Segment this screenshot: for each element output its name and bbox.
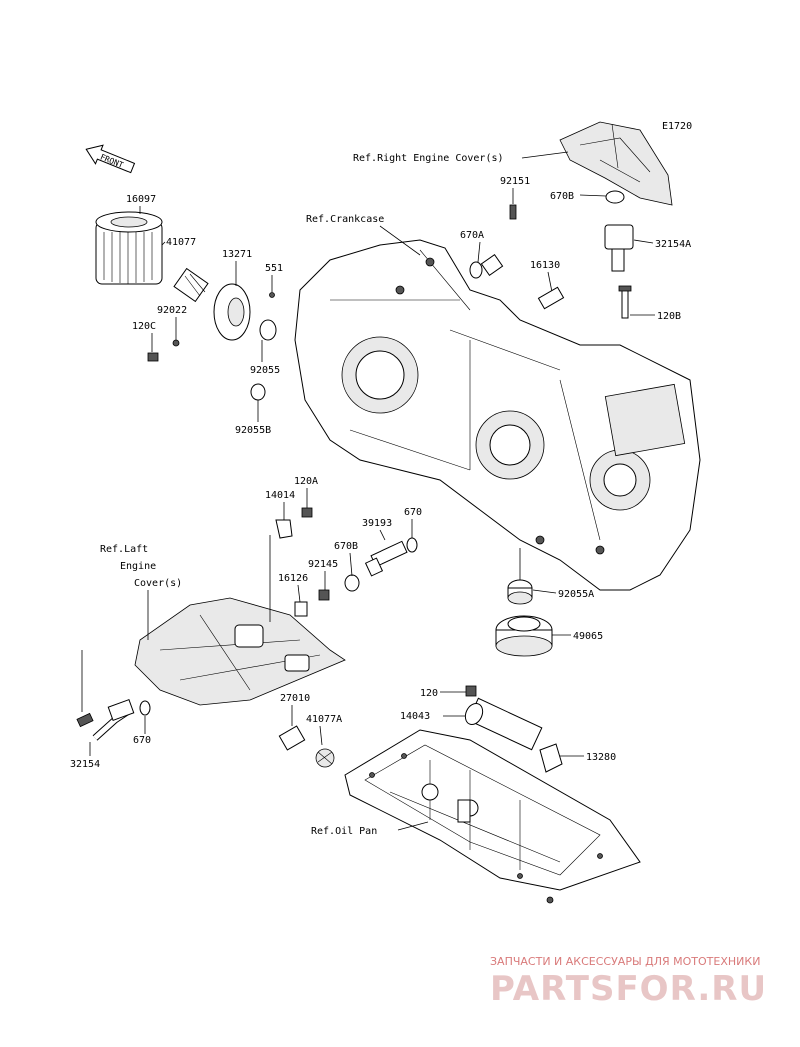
oil-pipe-upper-drawing: [469, 190, 634, 319]
diagram-code: E1720: [662, 121, 692, 132]
part-27010: 27010: [280, 693, 310, 704]
part-13280: 13280: [586, 752, 616, 763]
ref-oil-pan: Ref.Oil Pan: [311, 826, 377, 837]
oil-pipe-fitting-drawing: [294, 537, 418, 617]
watermark-brand: PARTSFOR.RU: [490, 969, 767, 1009]
oil-strainer-drawing: [495, 579, 553, 657]
ref-left-cover-line2: Engine: [120, 561, 156, 572]
oil-pressure-switch-drawing: [537, 286, 565, 310]
part-39193: 39193: [362, 518, 392, 529]
ref-right-engine-cover: Ref.Right Engine Cover(s): [353, 153, 504, 164]
part-16130: 16130: [530, 260, 560, 271]
part-670B-top: 670B: [550, 191, 574, 202]
part-92055: 92055: [250, 365, 280, 376]
oil-filter-mount-drawing: [147, 283, 277, 401]
part-92022: 92022: [157, 305, 187, 316]
part-670B-mid: 670B: [334, 541, 358, 552]
part-41077A-visible: 41077A: [306, 714, 342, 725]
part-92151: 92151: [500, 176, 530, 187]
part-49065: 49065: [573, 631, 603, 642]
pipe-14043-drawing: [464, 697, 543, 751]
part-92145: 92145: [308, 559, 338, 570]
bolt-120A-drawing: [301, 507, 313, 518]
front-arrow-icon: FRONT: [85, 144, 136, 174]
part-92055B: 92055B: [235, 425, 271, 436]
bracket-14014-drawing: [275, 519, 293, 539]
part-120A: 120A: [294, 476, 318, 487]
part-670-mid: 670: [404, 507, 422, 518]
sensor-27010-drawing: [278, 725, 335, 768]
part-41077: 41077: [166, 237, 196, 248]
part-14014: 14014: [265, 490, 295, 501]
ref-crankcase: Ref.Crankcase: [306, 214, 384, 225]
part-92055A: 92055A: [558, 589, 594, 600]
oil-pipe-lower-drawing: [76, 699, 151, 741]
left-engine-cover-drawing: [134, 597, 346, 706]
oil-filter-drawing: [95, 211, 163, 285]
part-16097: 16097: [126, 194, 156, 205]
bolt-120-drawing: [465, 685, 477, 697]
ref-left-cover-line3: Cover(s): [134, 578, 182, 589]
filter-nipple-drawing: [173, 267, 209, 303]
ref-left-cover-line1: Ref.Laft: [100, 544, 148, 555]
oil-pan-drawing: [344, 729, 641, 904]
part-120C: 120C: [132, 321, 156, 332]
part-670A: 670A: [460, 230, 484, 241]
right-engine-cover-drawing: [559, 121, 673, 206]
crankcase-drawing: [294, 239, 701, 591]
part-14043: 14043: [400, 711, 430, 722]
watermark-tagline: ЗАПЧАСТИ И АКСЕССУАРЫ ДЛЯ МОТОТЕХНИКИ: [490, 955, 760, 968]
part-16126: 16126: [278, 573, 308, 584]
part-551: 551: [265, 263, 283, 274]
part-32154: 32154: [70, 759, 100, 770]
part-670-low: 670: [133, 735, 151, 746]
part-120B: 120B: [657, 311, 681, 322]
part-13271: 13271: [222, 249, 252, 260]
part-120: 120: [420, 688, 438, 699]
part-32154A: 32154A: [655, 239, 691, 250]
gasket-13280-drawing: [539, 743, 563, 773]
